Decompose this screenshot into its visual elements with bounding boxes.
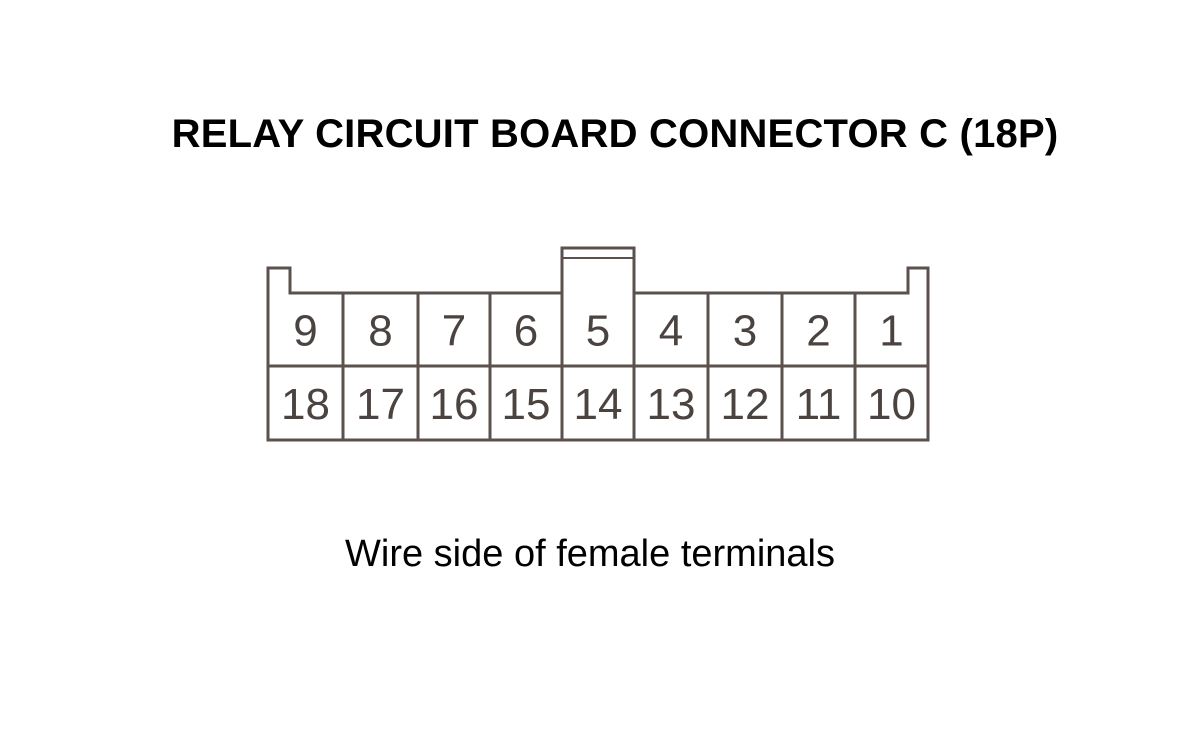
pin-11-label: 11 — [796, 380, 842, 429]
pin-8-label: 8 — [368, 307, 392, 356]
pin-12-label: 12 — [721, 380, 770, 429]
pin-9-label: 9 — [293, 307, 317, 356]
pin-18-label: 18 — [281, 380, 330, 429]
pin-15-label: 15 — [502, 380, 551, 429]
diagram-title: RELAY CIRCUIT BOARD CONNECTOR C (18P) — [171, 112, 1059, 156]
pin-13-label: 13 — [647, 380, 696, 429]
pin-17-label: 17 — [356, 380, 405, 429]
pin-5-label: 5 — [586, 307, 610, 356]
pin-4-label: 4 — [659, 307, 683, 356]
pin-7-label: 7 — [442, 307, 466, 356]
bottom-row-pins: 18 17 16 15 14 13 12 11 10 — [281, 380, 916, 429]
pin-2-label: 2 — [806, 307, 830, 356]
pin-1-label: 1 — [879, 307, 903, 356]
pin-10-label: 10 — [867, 380, 916, 429]
pin-3-label: 3 — [733, 307, 757, 356]
pin-6-label: 6 — [514, 307, 538, 356]
connector-outline — [266, 246, 930, 442]
column-dividers — [341, 293, 857, 440]
diagram-caption: Wire side of female terminals — [345, 533, 835, 575]
pin-14-label: 14 — [574, 380, 623, 429]
pin-16-label: 16 — [430, 380, 479, 429]
